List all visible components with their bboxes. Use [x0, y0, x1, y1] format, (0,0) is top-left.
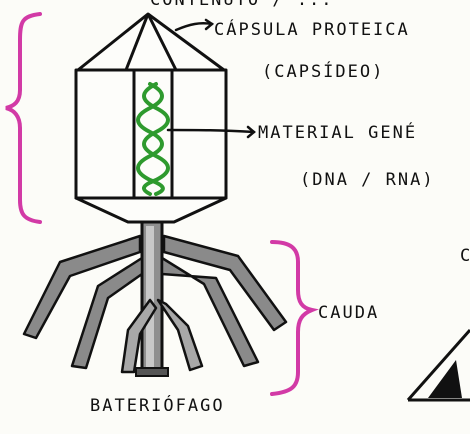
tail [142, 222, 162, 372]
tail-label: CAUDA [318, 303, 379, 323]
base-plate [136, 368, 168, 376]
capsid-subtitle-label: (CAPSÍDEO) [262, 62, 384, 82]
right-partial-label: C [460, 246, 470, 266]
capsid-head [76, 14, 226, 222]
dna-rna-label: (DNA / RNA) [300, 170, 435, 190]
bacteriophage-title: BATERIÓFAGO [90, 396, 225, 416]
partial-triangle [408, 330, 470, 400]
capsid-brace [6, 14, 40, 222]
genetic-material-label: MATERIAL GENÉ [258, 123, 417, 143]
capsid-label: CÁPSULA PROTEICA [214, 20, 410, 40]
top-partial-label: CONTENUTO / ... [150, 0, 334, 10]
